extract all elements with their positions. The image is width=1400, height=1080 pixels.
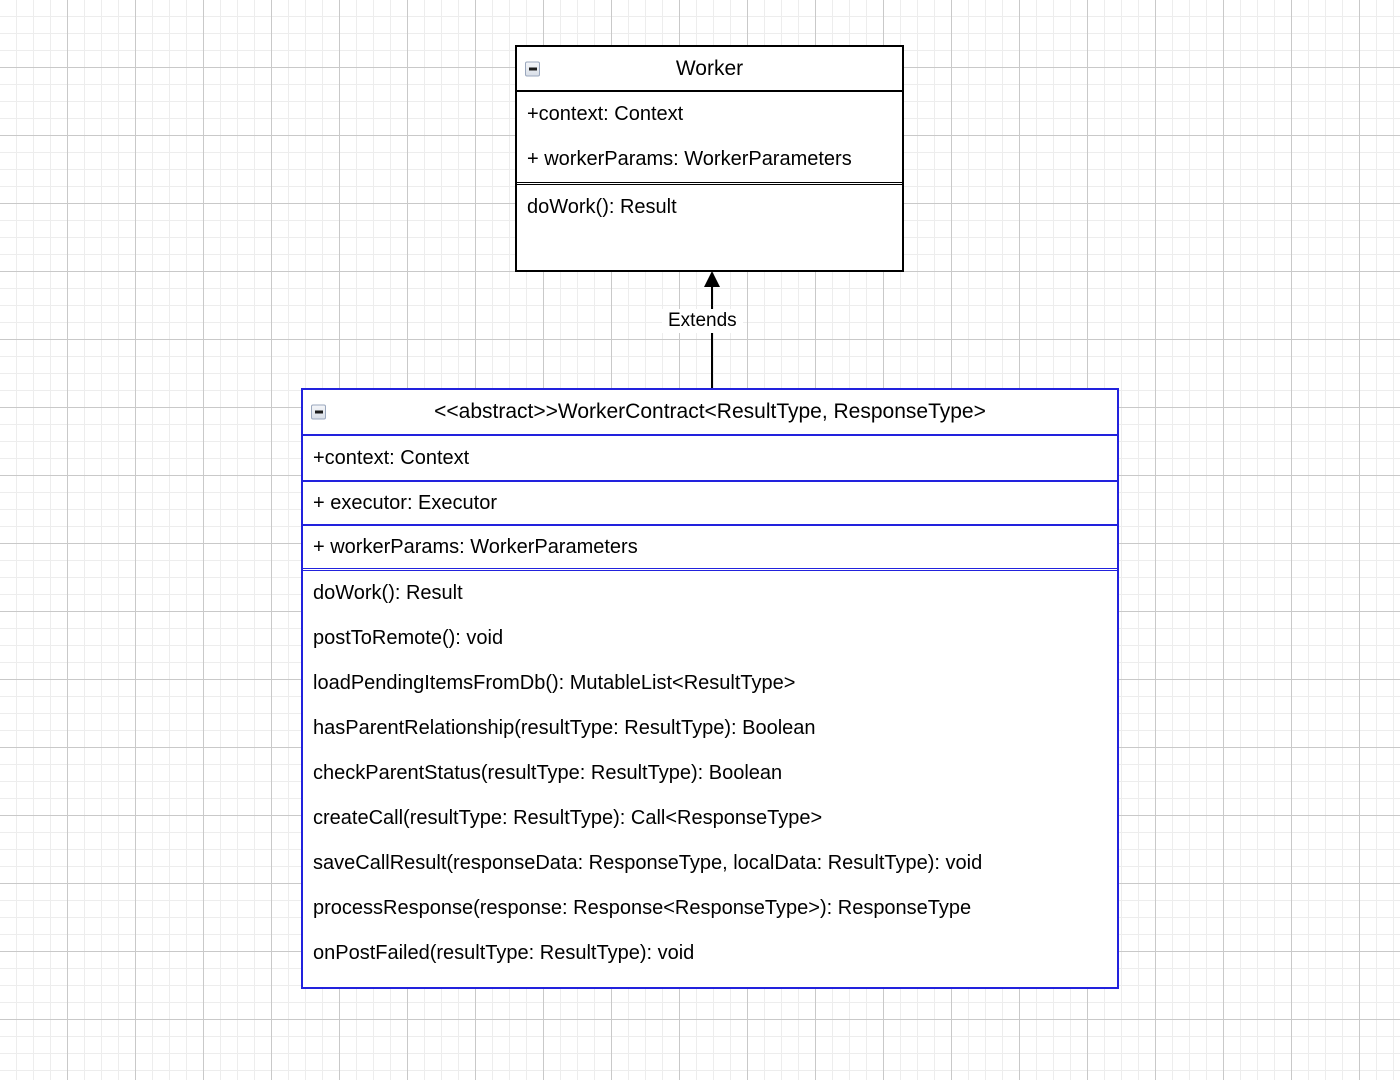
class-box-worker-contract[interactable]: <<abstract>>WorkerContract<ResultType, R…	[301, 388, 1119, 989]
operation-row: hasParentRelationship(resultType: Result…	[313, 717, 816, 739]
operations-section-worker: doWork(): Result	[517, 182, 902, 230]
operation-row: postToRemote(): void	[313, 627, 504, 649]
class-header-worker-contract: <<abstract>>WorkerContract<ResultType, R…	[303, 390, 1117, 436]
attribute-row: + workerParams: WorkerParameters	[527, 148, 852, 170]
class-title-worker-contract: <<abstract>>WorkerContract<ResultType, R…	[434, 400, 986, 423]
class-header-worker: Worker	[517, 47, 902, 92]
operations-section-worker-contract: doWork(): Result postToRemote(): void lo…	[303, 568, 1117, 976]
attributes-section-worker: +context: Context + workerParams: Worker…	[517, 92, 902, 182]
class-box-worker[interactable]: Worker +context: Context + workerParams:…	[515, 45, 904, 272]
arrow-head-icon	[704, 271, 720, 287]
operation-row: saveCallResult(responseData: ResponseTyp…	[313, 852, 983, 874]
operation-row: doWork(): Result	[313, 582, 463, 604]
connector-line	[711, 281, 713, 389]
operation-row: loadPendingItemsFromDb(): MutableList<Re…	[313, 672, 796, 694]
relationship-label-extends: Extends	[662, 309, 743, 333]
minus-icon[interactable]	[525, 61, 540, 76]
attribute-row: + workerParams: WorkerParameters	[303, 524, 1117, 568]
operation-row: processResponse(response: Response<Respo…	[313, 897, 972, 919]
class-title-worker: Worker	[675, 56, 744, 80]
operation-row: doWork(): Result	[527, 196, 677, 218]
attribute-row: +context: Context	[527, 103, 684, 125]
attribute-row: +context: Context	[313, 446, 470, 469]
operation-row: createCall(resultType: ResultType): Call…	[313, 807, 823, 829]
attributes-section-worker-contract: +context: Context + executor: Executor +…	[303, 436, 1117, 568]
attribute-row: + executor: Executor	[303, 480, 1117, 524]
operation-row: checkParentStatus(resultType: ResultType…	[313, 762, 783, 784]
inheritance-connector[interactable]	[704, 271, 720, 389]
operation-row: onPostFailed(resultType: ResultType): vo…	[313, 942, 695, 964]
minus-icon[interactable]	[311, 404, 326, 420]
